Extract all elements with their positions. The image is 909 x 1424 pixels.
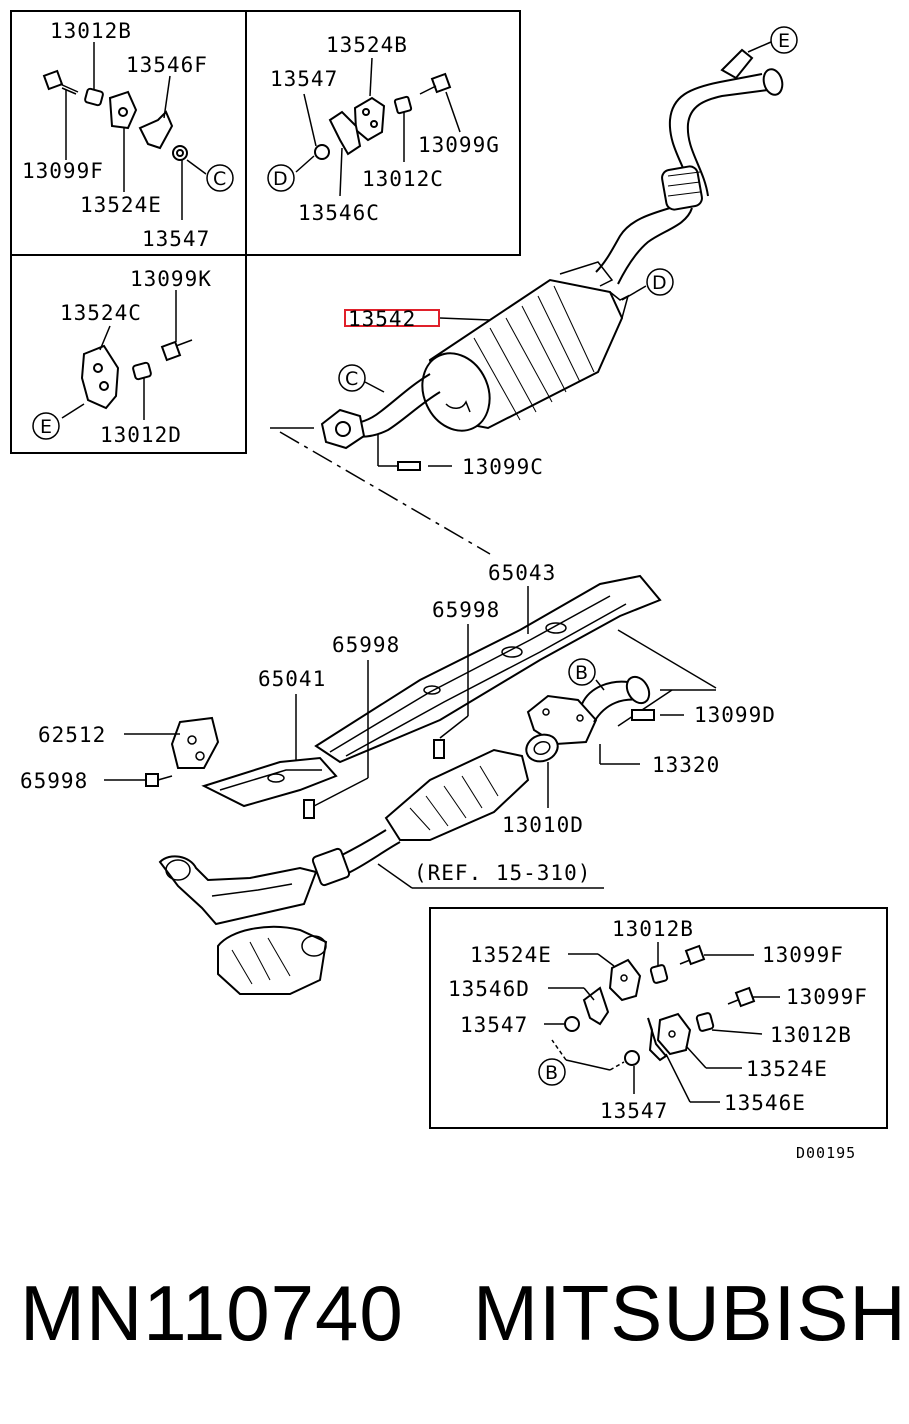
label-13546C: 13546C	[298, 201, 380, 225]
label-13099C: 13099C	[462, 455, 544, 479]
ref-note: (REF. 15-310)	[377, 861, 604, 889]
label-ref-15-310: (REF. 15-310)	[414, 861, 591, 885]
inset-1-labels: 13012B 13546F 13099F 13524E 13547 C	[22, 19, 234, 251]
label-13546E: 13546E	[724, 1091, 806, 1115]
inset-frame-left	[10, 254, 247, 454]
ref-circle-d-pipe	[646, 268, 674, 296]
label-13099F-a: 13099F	[762, 943, 844, 967]
ref-letter-d-pipe: D	[652, 272, 667, 294]
inset-2-parts	[295, 57, 461, 197]
bracket-62512	[170, 716, 220, 769]
gasket-13010D: 13010D	[502, 733, 584, 837]
ref-letter-d: D	[273, 168, 288, 190]
label-65041: 65041	[258, 667, 326, 691]
label-13524C: 13524C	[60, 301, 142, 325]
diagram-code: D00195	[796, 1144, 856, 1162]
label-13320: 13320	[652, 753, 720, 777]
ref-letter-b: B	[575, 662, 588, 684]
label-13547: 13547	[270, 67, 338, 91]
inset-2-labels: 13524B 13547 13099G D 13012C 13546C	[267, 33, 500, 225]
bolts-65998	[145, 739, 445, 819]
label-13012D: 13012D	[100, 423, 182, 447]
inset-frame-top	[10, 10, 521, 256]
ref-letter-c: C	[213, 168, 226, 190]
main-labels-shield: 65043 65998 65998 65041 62512 65998	[20, 561, 717, 807]
inset-bottom-right-labels: 13012B 13524E 13099F 13546D 13099F 13547…	[448, 917, 868, 1123]
highlight-13542	[344, 309, 440, 327]
front-pipe-13320: B 13099D 13320	[526, 658, 776, 777]
label-65998-b: 65998	[332, 633, 400, 657]
label-13524E-a: 13524E	[470, 943, 552, 967]
tail-pipe: E D	[595, 26, 798, 301]
inset-1-parts	[42, 42, 207, 220]
ref-circle-c-pipe	[338, 364, 366, 392]
ref-circle-b-inset	[538, 1058, 566, 1086]
label-13012B-b: 13012B	[770, 1023, 852, 1047]
ref-letter-b-inset: B	[545, 1062, 558, 1084]
exhaust-parts-diagram: 13012B 13546F 13099F 13524E 13547 C 1352…	[10, 10, 888, 1162]
inset-3-parts	[61, 290, 193, 420]
label-65043: 65043	[488, 561, 556, 585]
ref-circle-e	[32, 412, 60, 440]
ref-circle-d	[267, 164, 295, 192]
label-13012C: 13012C	[362, 167, 444, 191]
label-13099D: 13099D	[694, 703, 776, 727]
label-13012B-a: 13012B	[612, 917, 694, 941]
label-13099G: 13099G	[418, 133, 500, 157]
label-13524E-b: 13524E	[746, 1057, 828, 1081]
label-62512: 62512	[38, 723, 106, 747]
ref-circle-b	[568, 658, 596, 686]
catalytic-converter	[158, 748, 530, 995]
part-number: MN110740	[20, 1269, 404, 1357]
inset-bottom-right	[429, 907, 888, 1129]
ref-circle-c	[206, 164, 234, 192]
label-13099F: 13099F	[22, 159, 104, 183]
label-13546D: 13546D	[448, 977, 530, 1001]
front-pipe-c: C	[320, 364, 441, 450]
label-13542: 13542	[348, 307, 416, 331]
heat-shield-65041	[201, 756, 338, 808]
ref-circle-e-pipe	[770, 26, 798, 54]
label-13012B: 13012B	[50, 19, 132, 43]
inset-3-labels: 13099K 13524C E 13012D	[32, 267, 212, 447]
label-13524E: 13524E	[80, 193, 162, 217]
muffler-13542	[421, 261, 630, 432]
label-13547-a: 13547	[460, 1013, 528, 1037]
brand-name: MITSUBISHI	[473, 1269, 909, 1357]
label-13524B: 13524B	[326, 33, 408, 57]
label-13099F-b: 13099F	[786, 985, 868, 1009]
label-13099K: 13099K	[130, 267, 212, 291]
label-13010D: 13010D	[502, 813, 584, 837]
label-65998-c: 65998	[20, 769, 88, 793]
label-65998-a: 65998	[432, 598, 500, 622]
heat-shield-65043	[314, 574, 662, 764]
part-caption: MN110740 MITSUBISHI	[0, 1268, 909, 1368]
label-13547-b: 13547	[600, 1099, 668, 1123]
ref-letter-c-pipe: C	[345, 368, 358, 390]
main-labels-upper: 13542 13099C	[270, 307, 544, 555]
ref-letter-e-pipe: E	[778, 30, 790, 52]
ref-letter-e: E	[40, 416, 52, 438]
label-13546F: 13546F	[126, 53, 208, 77]
label-13547: 13547	[142, 227, 210, 251]
